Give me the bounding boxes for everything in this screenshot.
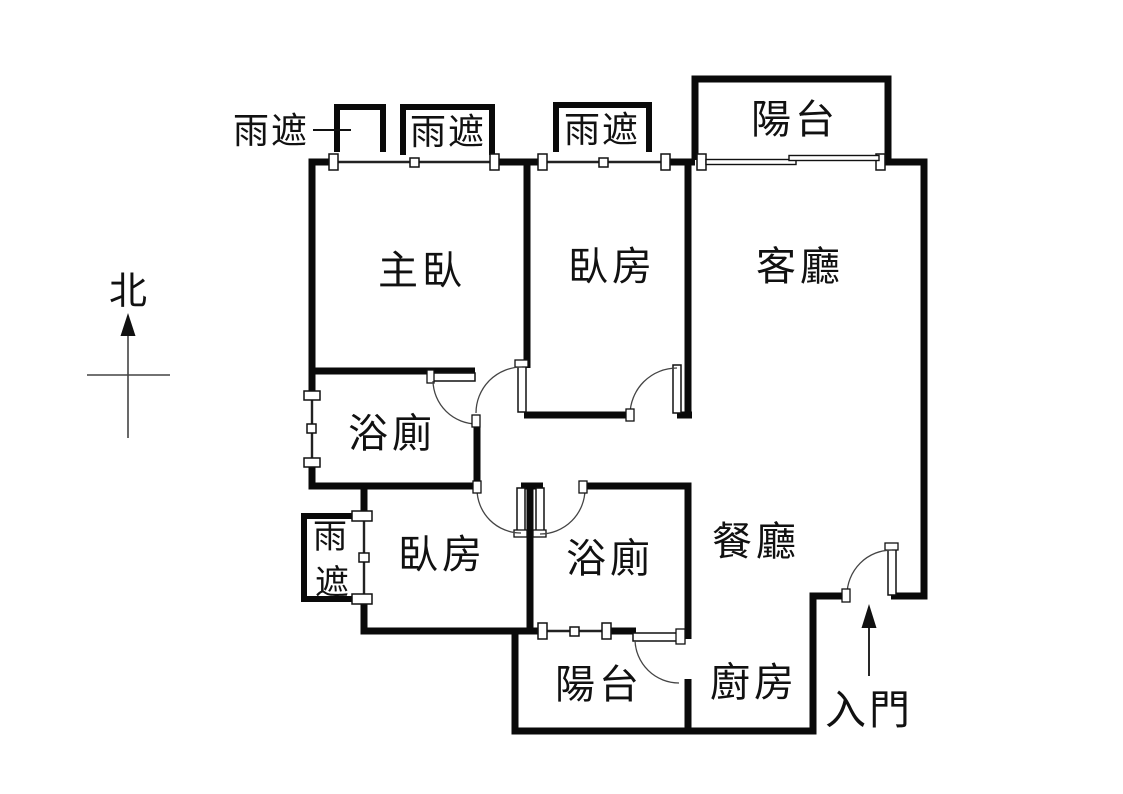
door-bedroom-b (472, 480, 528, 538)
door-entry-jamb (841, 588, 851, 603)
door-master-cap (514, 359, 529, 368)
door-balcony-bottom (632, 628, 686, 684)
room-label-dining-room: 餐廳 (712, 519, 800, 564)
door-entry-leaf (887, 546, 897, 596)
room-label-bedroom-b: 臥房 (398, 532, 486, 577)
window-bedroom-a-mid (598, 157, 609, 168)
room-label-bathroom-b: 浴廁 (566, 536, 654, 581)
door-entry-arc (846, 549, 893, 596)
window-bedroom-b-mid (358, 552, 370, 563)
door-bedroom-a-arc (629, 367, 678, 416)
door-bedroom-a (625, 364, 682, 422)
door-balcony-hinge-cap (675, 628, 686, 645)
door-balcony-leaf (632, 632, 679, 642)
window-bath-a-cap-bottom (303, 457, 321, 468)
window-bath-a-mid (306, 423, 317, 434)
room-label-bedroom-a: 臥房 (568, 244, 656, 289)
door-bedroom-b-arc (476, 488, 522, 534)
window-bath-b-cap-right (601, 622, 612, 640)
north-label: 北 (109, 271, 147, 313)
compass-group: 北 (87, 271, 170, 438)
window-bath-b-mid (569, 626, 580, 637)
wall-bedroom-b-south (360, 599, 543, 635)
room-label-master-bedroom: 主臥 (378, 248, 466, 293)
window-master-mid (409, 157, 420, 168)
door-bath-b-jamb (578, 480, 588, 494)
canopy-label-top-right: 雨遮 (564, 110, 640, 150)
wall-bath-b-north-east (583, 482, 692, 639)
door-balcony-arc (634, 639, 680, 684)
canopy-left-char1: 雨 (313, 519, 347, 556)
canopy-label-top-mid: 雨遮 (410, 112, 486, 152)
window-bedroom-b-cap-bottom (351, 593, 373, 605)
canopy-box-3 (553, 102, 652, 152)
room-label-living-room: 客廳 (756, 244, 844, 289)
walls-group (308, 158, 928, 735)
door-bath-b-arc (539, 488, 586, 535)
labels-group: 雨遮 雨遮 雨遮 雨 遮 陽台 主臥 臥房 客廳 浴廁 臥房 浴廁 餐廳 陽台 … (233, 97, 913, 733)
door-bath-b-leaf (535, 487, 545, 535)
door-bath-a-leaf (428, 372, 476, 382)
north-arrow-head-icon (120, 313, 136, 336)
door-bedroom-b-leaf (516, 487, 526, 535)
door-bedroom-b-jamb (472, 480, 482, 494)
wall-topleft-corner (308, 158, 333, 396)
balcony-top-box (691, 75, 892, 160)
door-bath-a-cap (426, 369, 435, 384)
window-bath-a-cap-top (303, 390, 321, 401)
canopy-left-char2: 遮 (315, 564, 349, 602)
window-bedroom-a-cap-left (537, 153, 548, 171)
door-bath-a-arc (432, 380, 478, 425)
door-entry-cap (884, 542, 899, 551)
canopy-box-2 (400, 104, 495, 155)
door-bedroom-a-leaf (672, 364, 682, 414)
sliding-door-cap-left (696, 153, 707, 171)
door-bedroom-a-jamb (625, 408, 635, 422)
wall-bottom-perimeter (511, 592, 848, 735)
door-master-bedroom (475, 359, 529, 414)
window-master-cap-left (328, 153, 339, 171)
entry-arrow-head-icon (861, 604, 877, 628)
door-entry (841, 542, 899, 603)
sliding-door-panel-2 (788, 154, 880, 162)
entry-label: 入門 (825, 687, 913, 733)
sliding-door-panel-1 (705, 158, 797, 166)
window-bath-b-cap-left (537, 622, 548, 640)
door-master-arc (475, 366, 523, 414)
door-bath-a (426, 369, 481, 428)
room-label-bathroom-a: 浴廁 (348, 411, 436, 456)
canopy-label-top-left: 雨遮 (233, 111, 309, 151)
door-bath-b (532, 480, 588, 538)
canopy-box-left (301, 513, 357, 602)
room-label-balcony-top: 陽台 (751, 97, 839, 142)
windows-group (303, 153, 886, 640)
canopy-boxes-group (301, 75, 892, 602)
door-master-leaf (517, 363, 527, 413)
door-bath-a-jamb (471, 414, 481, 428)
window-bedroom-a-cap-right (660, 153, 671, 171)
entry-arrow-group (861, 604, 877, 676)
window-bedroom-b-cap-top (351, 510, 373, 522)
room-label-balcony-bottom: 陽台 (555, 662, 643, 707)
wall-left-lower (308, 462, 477, 490)
sliding-door-cap-right (875, 153, 886, 171)
doors-group (426, 359, 899, 684)
sliding-door-balcony-top (696, 153, 886, 171)
window-master-cap-right (489, 153, 500, 171)
wall-right (878, 158, 928, 600)
room-label-kitchen: 廚房 (710, 660, 798, 705)
